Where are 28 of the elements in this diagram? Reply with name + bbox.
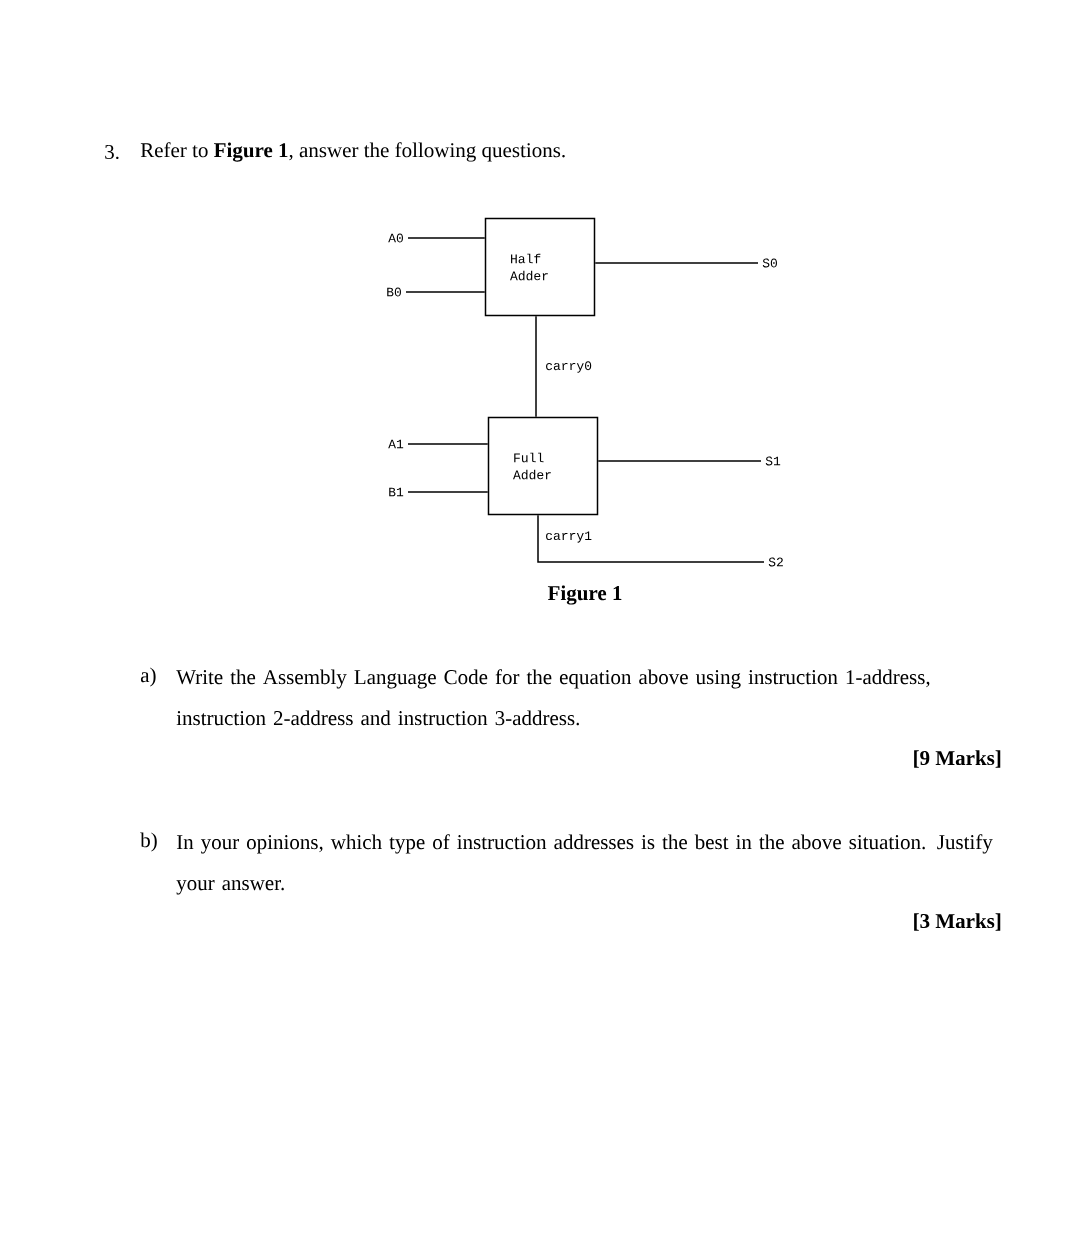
signal-label: B0 [387,287,401,297]
edge-label: carry0 [544,360,593,374]
signal-label: S0 [762,258,777,268]
question-text: In your opinions, which type of instruction addresses is the best in the above situation. Justify your answer. [176,834,993,895]
wire [535,315,537,418]
question-number: 3. [105,144,119,160]
figure-caption: Figure 1 [547,585,622,605]
marks-label: [9 Marks] [914,750,1001,768]
signal-label: A0 [388,233,403,243]
wire [405,291,486,293]
signal-label: S1 [765,456,781,466]
question-text: Refer to Figure 1, answer the following questions. [140,142,565,162]
wire [407,237,486,239]
question-text: Write the Assembly Language Code for the equation above using instruction 1-address, instruction 2-address and instruction 3-address. [176,669,930,726]
signal-label: B1 [389,487,404,497]
wire [407,491,489,493]
edge-label: carry1 [544,530,593,544]
wire [537,514,765,563]
adder-box: Half Adder [484,217,596,317]
adder-box: Full Adder [487,416,599,516]
question-number: b) [140,832,157,852]
wire [594,262,759,264]
marks-label: [3 Marks] [914,913,1001,931]
wire [407,443,489,445]
wire [597,460,762,462]
signal-label: S2 [768,557,783,567]
signal-label: A1 [388,439,404,449]
question-number: a) [140,667,156,687]
